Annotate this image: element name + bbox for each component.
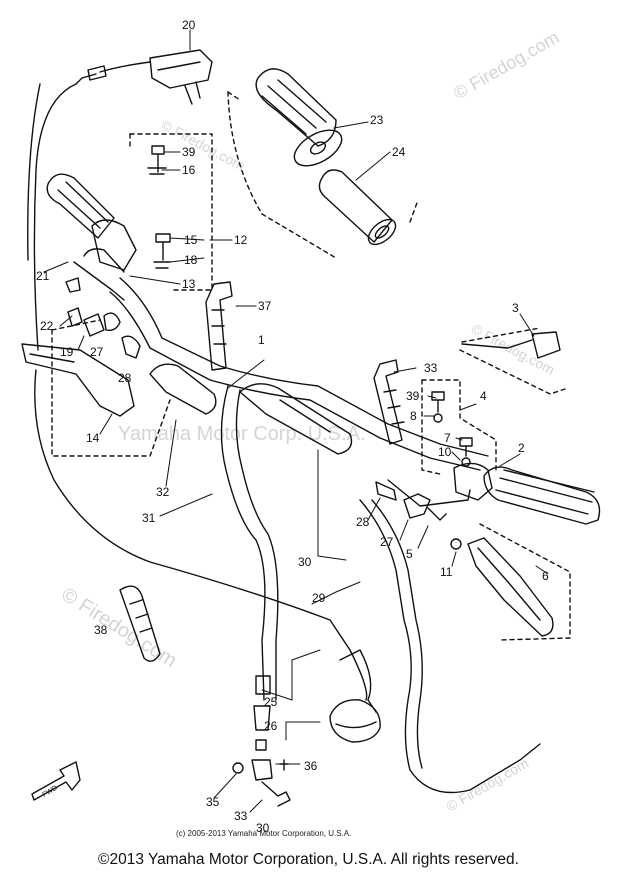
- part-label: 22: [40, 319, 54, 333]
- part-label: 24: [392, 145, 406, 159]
- part-label: 10: [438, 445, 452, 459]
- part-label: 33: [234, 809, 248, 823]
- right-lever-drawing: [467, 537, 554, 637]
- fwd-arrow-drawing: [31, 761, 81, 801]
- part-label: 27: [380, 535, 394, 549]
- grip-top-drawing: [255, 68, 343, 167]
- part-label: 35: [206, 795, 220, 809]
- part-labels: 20 23 24 39 16 15 12 18 13 21 37 22 19 2…: [36, 18, 549, 835]
- part-label: 26: [264, 719, 278, 733]
- part-label: 3: [512, 301, 519, 315]
- part-label: 37: [258, 299, 272, 313]
- copyright-footer: ©2013 Yamaha Motor Corporation, U.S.A. A…: [98, 851, 519, 868]
- right-switch-drawing: [459, 327, 569, 395]
- part-label: 38: [94, 623, 108, 637]
- watermark: Yamaha Motor Corp. U.S.A.: [118, 423, 366, 445]
- part-label: 25: [264, 695, 278, 709]
- bolt-drawings: [147, 145, 171, 269]
- part-drawings: [21, 29, 601, 813]
- watermark: © Firedog.com: [57, 584, 180, 672]
- watermarks: © Firedog.com © Firedog.com © Firedog.co…: [57, 27, 562, 815]
- part-label: 8: [410, 409, 417, 423]
- part-label: 16: [182, 163, 196, 177]
- throttle-housing-drawing: [75, 49, 213, 105]
- part-label: 2: [518, 441, 525, 455]
- handlebar-drawing: [109, 277, 489, 471]
- watermark: © Firedog.com: [444, 755, 532, 815]
- part-label: 18: [184, 253, 198, 267]
- part-label: 4: [480, 389, 487, 403]
- part-label: 12: [234, 233, 248, 247]
- leader-lines: [43, 29, 549, 813]
- cable-adjuster-right-drawing: [375, 481, 447, 521]
- cable-adjuster-left-drawing: [65, 277, 141, 359]
- watermark: © Firedog.com: [159, 117, 248, 174]
- part-label: 15: [184, 233, 198, 247]
- part-label: 28: [356, 515, 370, 529]
- part-label: 28: [118, 371, 132, 385]
- part-label: 23: [370, 113, 384, 127]
- part-label: 30: [298, 555, 312, 569]
- part-label: 7: [444, 431, 451, 445]
- throttle-cable-drawing: [33, 83, 77, 351]
- tie-strap-left-drawing: [119, 585, 161, 662]
- part-label: 1: [258, 333, 265, 347]
- right-grip-drawing: [453, 462, 601, 525]
- part-label: 13: [182, 277, 196, 291]
- part-label: 30: [256, 821, 270, 835]
- part-label: 19: [60, 345, 74, 359]
- part-label: 14: [86, 431, 100, 445]
- part-label: 33: [424, 361, 438, 375]
- small-credit: (c) 2005-2013 Yamaha Motor Corporation, …: [176, 829, 351, 838]
- part-label: 20: [182, 18, 196, 32]
- watermark: © Firedog.com: [450, 27, 562, 103]
- part-label: 39: [406, 389, 420, 403]
- lower-cable-ends-drawing: [232, 649, 381, 807]
- left-grip-drawing: [46, 173, 137, 301]
- part-label: 27: [90, 345, 104, 359]
- part-label: 29: [312, 591, 326, 605]
- part-label: 32: [156, 485, 170, 499]
- part-label: 39: [182, 145, 196, 159]
- cable-routes-drawing: [34, 369, 541, 794]
- part-label: 21: [36, 269, 50, 283]
- tie-strap-drawing: [205, 281, 233, 371]
- bar-pad-drawing: [149, 363, 353, 455]
- part-label: 31: [142, 511, 156, 525]
- strap-right-drawing: [373, 359, 405, 445]
- part-label: 5: [406, 547, 413, 561]
- grip-sleeve-drawing: [318, 169, 397, 246]
- watermark: © Firedog.com: [469, 321, 558, 378]
- part-label: 6: [542, 569, 549, 583]
- part-label: 11: [440, 565, 453, 579]
- small-bolts-right-drawing: [431, 391, 473, 550]
- part-label: 36: [304, 759, 318, 773]
